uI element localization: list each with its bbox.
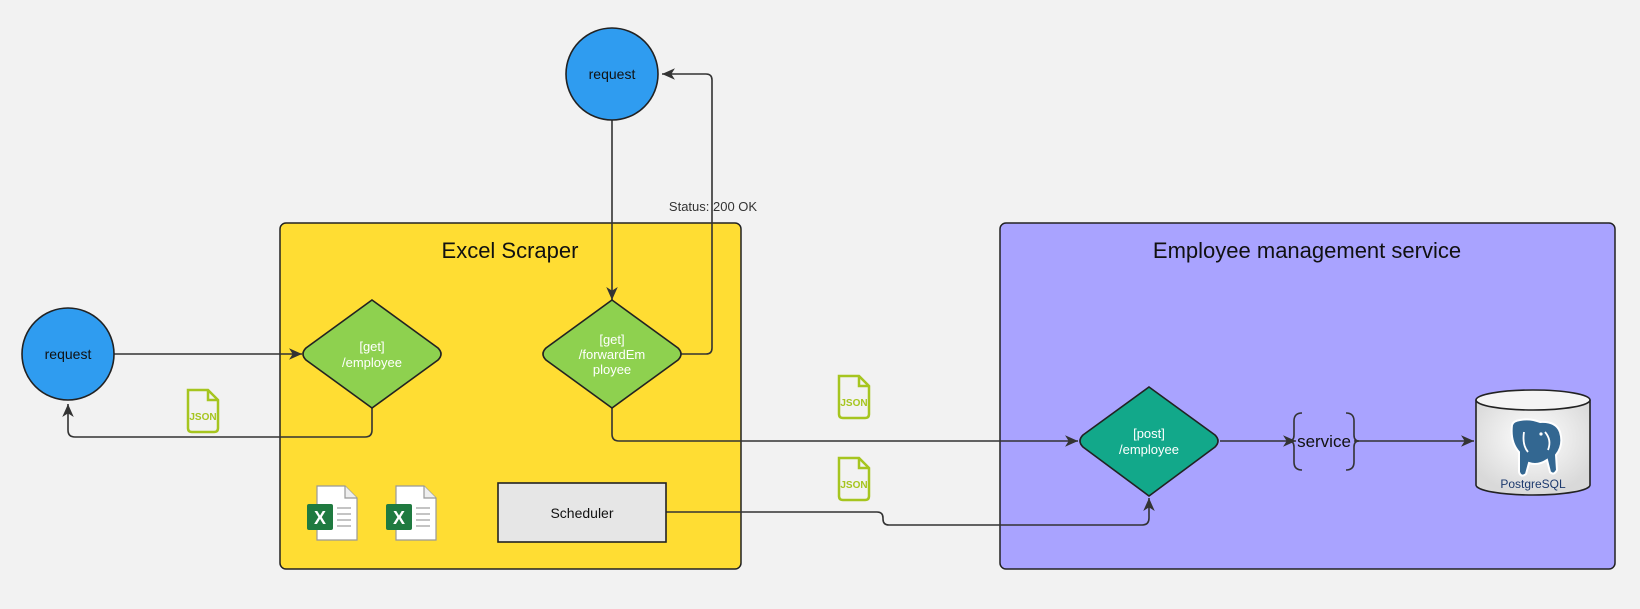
- json-file-icon: JSON: [837, 374, 871, 420]
- svg-text:JSON: JSON: [840, 480, 867, 491]
- excel-file-icon: X: [307, 485, 358, 541]
- svg-text:X: X: [393, 508, 405, 528]
- json-file-icon: JSON: [837, 456, 871, 502]
- request-node-left[interactable]: request: [21, 307, 115, 401]
- svg-text:JSON: JSON: [840, 398, 867, 409]
- service-left-brace: [1288, 412, 1303, 471]
- edge-status-ok[interactable]: [662, 68, 713, 355]
- request-node-top-label: request: [589, 66, 636, 82]
- post-employee-line-2: /employee: [1119, 442, 1179, 457]
- excel-file-icon: X: [386, 485, 437, 541]
- get-forward-line-3: ployee: [593, 362, 631, 377]
- postgresql-label: PostgreSQL: [1500, 477, 1566, 491]
- request-node-left-label: request: [45, 346, 92, 362]
- edges: [62, 68, 1474, 526]
- edge-get-employee-response[interactable]: [62, 404, 373, 438]
- service-right-brace: [1345, 412, 1360, 471]
- get-employee-line-2: /employee: [342, 355, 402, 370]
- postgresql-database[interactable]: PostgreSQL: [1475, 389, 1591, 496]
- get-employee-line-1: [get]: [359, 339, 384, 354]
- svg-text:X: X: [314, 508, 326, 528]
- service-label: service: [1297, 432, 1351, 451]
- postgresql-elephant-icon: [1510, 418, 1563, 477]
- edge-scheduler-to-post[interactable]: [666, 498, 1155, 526]
- json-file-icon: JSON: [186, 388, 220, 434]
- request-node-top[interactable]: request: [565, 27, 659, 121]
- get-employee-endpoint[interactable]: [get] /employee: [302, 299, 442, 409]
- status-ok-label: Status: 200 OK: [669, 199, 757, 214]
- svg-text:JSON: JSON: [189, 412, 216, 423]
- scheduler-node[interactable]: Scheduler: [497, 482, 667, 543]
- edge-forward-to-post[interactable]: [611, 408, 1078, 447]
- service-node[interactable]: service: [1288, 412, 1360, 471]
- employee-service-title: Employee management service: [1153, 238, 1461, 263]
- get-forward-line-1: [get]: [599, 332, 624, 347]
- get-forward-line-2: /forwardEm: [579, 347, 645, 362]
- get-forward-employee-endpoint[interactable]: [get] /forwardEm ployee: [542, 299, 682, 409]
- scheduler-label: Scheduler: [550, 505, 613, 521]
- post-employee-line-1: [post]: [1133, 426, 1165, 441]
- post-employee-endpoint[interactable]: [post] /employee: [1079, 386, 1219, 497]
- excel-scraper-title: Excel Scraper: [442, 238, 579, 263]
